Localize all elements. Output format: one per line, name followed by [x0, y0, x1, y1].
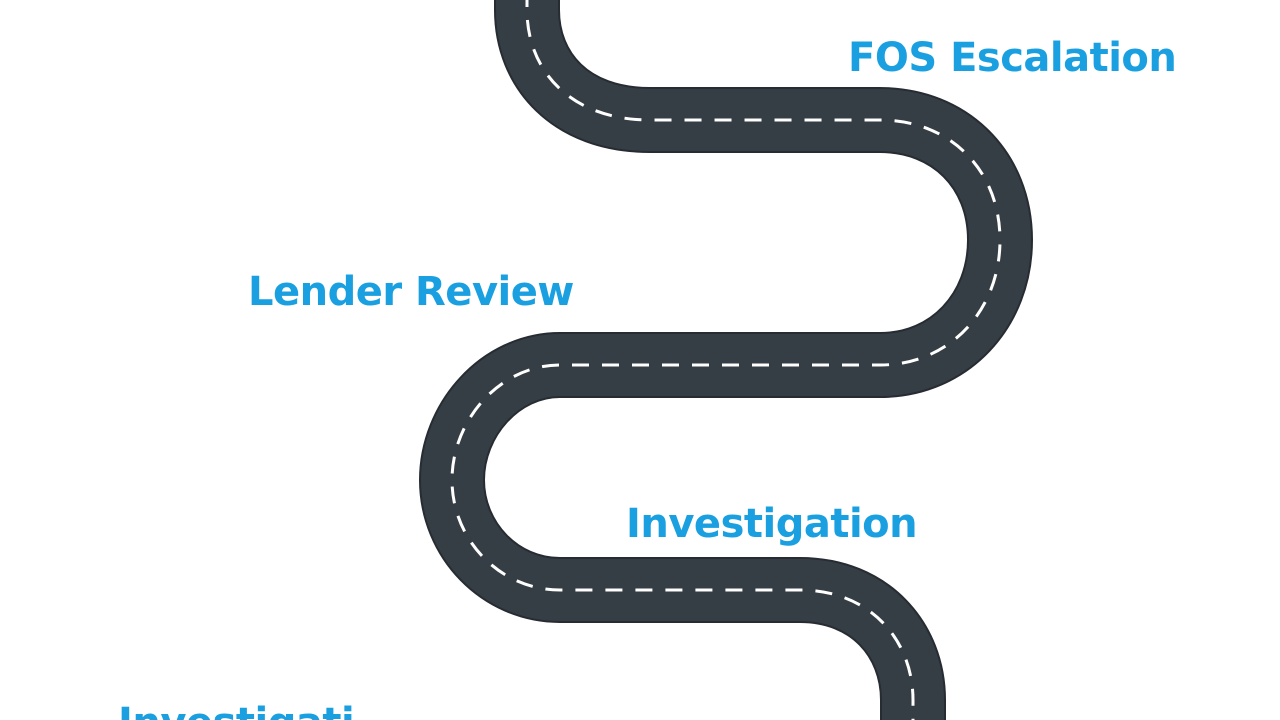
fos-escalation-label: FOS Escalation — [848, 35, 1177, 81]
bottom-stage-label-partial: Investigati... — [118, 703, 399, 720]
lender-review-label: Lender Review — [248, 269, 574, 315]
road-center-line — [450, 0, 1002, 720]
investigation-label: Investigation — [626, 501, 918, 547]
